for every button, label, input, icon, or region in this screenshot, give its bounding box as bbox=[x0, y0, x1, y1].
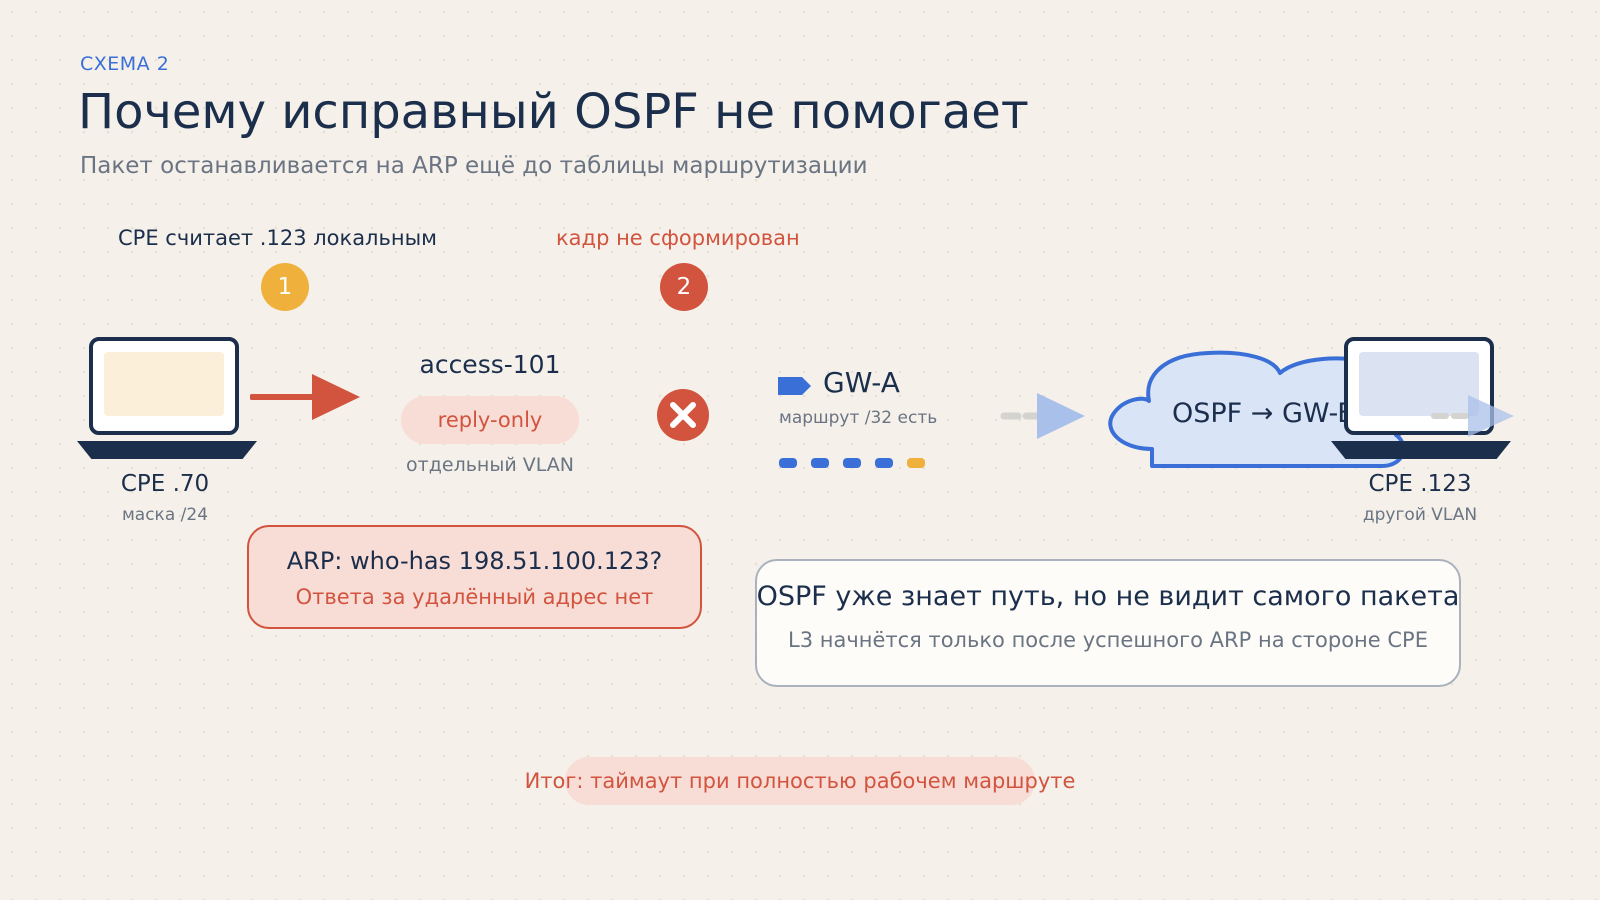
cpe-right-vlan: другой VLAN bbox=[1362, 505, 1478, 525]
summary-text: Итог: таймаут при полностью рабочем марш… bbox=[524, 769, 1076, 793]
gateway-route-note: маршрут /32 есть bbox=[779, 408, 938, 428]
step-1-label: CPE считает .123 локальным bbox=[118, 226, 438, 250]
arp-request-text: ARP: who-has 198.51.100.123? bbox=[286, 547, 663, 575]
laptop-icon bbox=[89, 337, 239, 435]
ospf-note-text: L3 начнётся только после успешного ARP н… bbox=[788, 628, 1428, 652]
summary-pill bbox=[565, 757, 1035, 805]
route-progress-dashes bbox=[779, 458, 925, 468]
cpe-left-name: CPE .70 bbox=[120, 471, 210, 497]
step-1-badge: 1 bbox=[261, 263, 309, 311]
cloud-label: OSPF → GW-B bbox=[1172, 398, 1356, 429]
access-vlan-note: отдельный VLAN bbox=[406, 454, 574, 476]
gateway-name: GW-A bbox=[823, 366, 900, 399]
page-title: Почему исправный OSPF не помогает bbox=[78, 84, 1029, 140]
laptop-base bbox=[1331, 441, 1511, 459]
cpe-right-laptop bbox=[1331, 337, 1511, 462]
arrow-right-icon bbox=[250, 374, 360, 420]
blocked-x-icon bbox=[657, 389, 709, 441]
faded-arrow-icon bbox=[1431, 395, 1514, 437]
cpe-left-mask: маска /24 bbox=[121, 505, 209, 525]
reply-only-pill: reply-only bbox=[401, 396, 579, 444]
step-2-badge: 2 bbox=[660, 263, 708, 311]
diagram-eyebrow: СХЕМА 2 bbox=[80, 53, 170, 75]
arp-request-box: ARP: who-has 198.51.100.123? Ответа за у… bbox=[247, 525, 702, 629]
laptop-base bbox=[77, 441, 257, 459]
route-tag-icon bbox=[778, 377, 811, 395]
access-switch-name: access-101 bbox=[419, 350, 561, 379]
step-2-label: кадр не сформирован bbox=[556, 226, 800, 250]
page-subtitle: Пакет останавливается на ARP ещё до табл… bbox=[80, 153, 868, 179]
laptop-icon bbox=[1344, 337, 1494, 435]
cpe-right-name: CPE .123 bbox=[1368, 471, 1472, 497]
ospf-note-box bbox=[755, 559, 1461, 687]
arp-no-reply-text: Ответа за удалённый адрес нет bbox=[295, 585, 654, 609]
faded-arrow-icon bbox=[1000, 393, 1085, 439]
cpe-left-laptop bbox=[77, 337, 257, 462]
ospf-note-title: OSPF уже знает путь, но не видит самого … bbox=[756, 581, 1460, 612]
